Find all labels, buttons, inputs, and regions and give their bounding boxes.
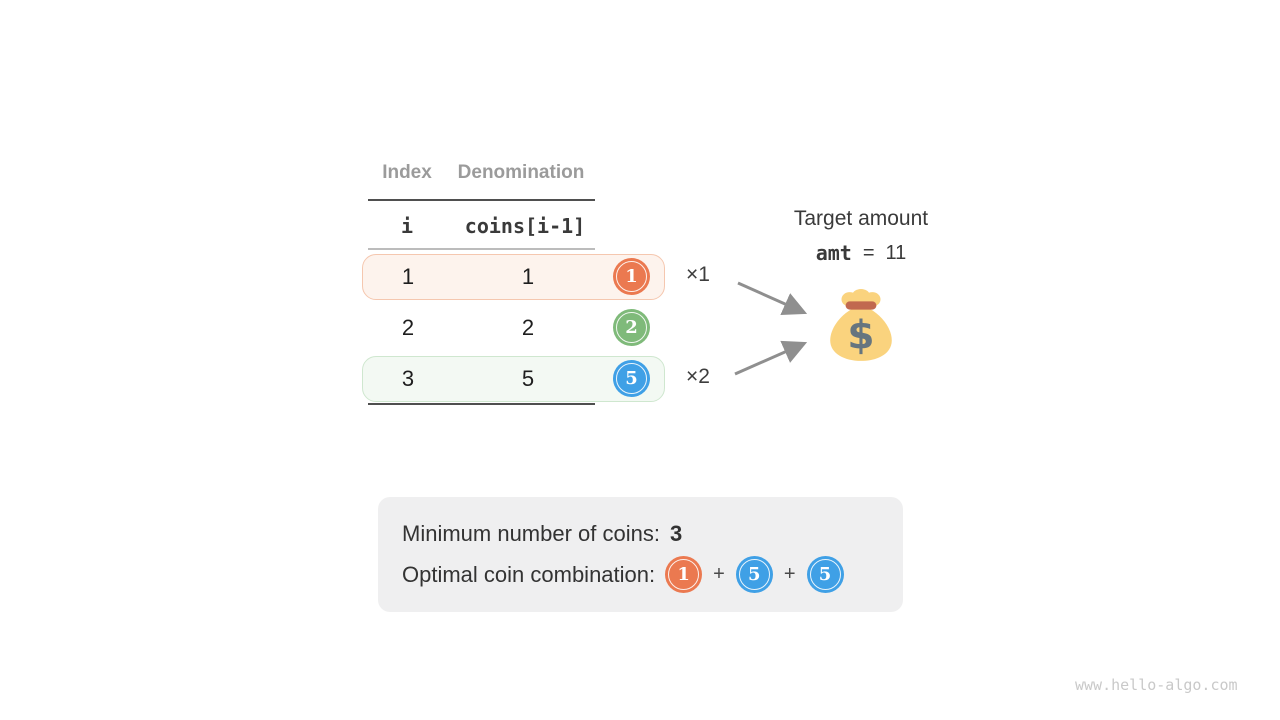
result-summary-box: Minimum number of coins: 3 Optimal coin …: [378, 497, 903, 612]
min-coins-line: Minimum number of coins: 3: [402, 513, 903, 554]
multiplier-row3: ×2: [686, 365, 710, 388]
plus-sign: +: [783, 563, 796, 585]
coin-2-icon: 2: [613, 309, 650, 346]
optimal-combo-label: Optimal coin combination:: [402, 561, 656, 587]
plus-sign: +: [713, 563, 725, 585]
row1-denomination: 1: [521, 264, 535, 289]
multiplier-row1: ×1: [686, 263, 710, 286]
arrow-times2: [734, 340, 808, 376]
money-bag-icon: $: [830, 289, 892, 361]
row3-index: 3: [401, 366, 415, 391]
combo-coin-5-icon: 5: [735, 556, 773, 593]
table-row-2: 2 2 2: [362, 305, 665, 351]
column-header-index: Index: [382, 162, 432, 183]
equals-sign: =: [862, 241, 875, 264]
min-coins-label: Minimum number of coins:: [402, 520, 660, 546]
combo-coin-1-icon: 1: [665, 556, 703, 593]
table-rule-top: [368, 199, 595, 201]
site-watermark: www.hello-algo.com: [1075, 676, 1238, 694]
column-header-denomination: Denomination: [457, 162, 585, 183]
svg-text:$: $: [847, 314, 874, 359]
target-value: 11: [885, 241, 907, 264]
table-row-1: 1 1 1: [362, 254, 665, 300]
row2-index: 2: [401, 315, 415, 340]
subheader-coins-expr: coins[i-1]: [464, 214, 586, 238]
row1-index: 1: [401, 264, 415, 289]
row3-denomination: 5: [521, 366, 535, 391]
row2-denomination: 2: [521, 315, 535, 340]
target-amount-label: Target amount: [793, 207, 929, 230]
min-coins-value: 3: [669, 520, 683, 546]
subheader-i: i: [400, 214, 414, 238]
target-amount-equation: amt = 11: [761, 241, 961, 265]
table-row-3: 3 5 5: [362, 356, 665, 402]
target-variable: amt: [815, 241, 852, 265]
coin-5-icon: 5: [613, 360, 650, 397]
table-rule-bottom: [368, 403, 595, 405]
arrows-to-bag: [734, 281, 808, 376]
coin-1-icon: 1: [613, 258, 650, 295]
arrow-times1: [737, 281, 808, 316]
combo-coin-5-icon: 5: [806, 556, 844, 593]
table-rule-subheader: [368, 248, 595, 250]
optimal-combo-line: Optimal coin combination: 1 + 5 + 5: [402, 554, 903, 595]
